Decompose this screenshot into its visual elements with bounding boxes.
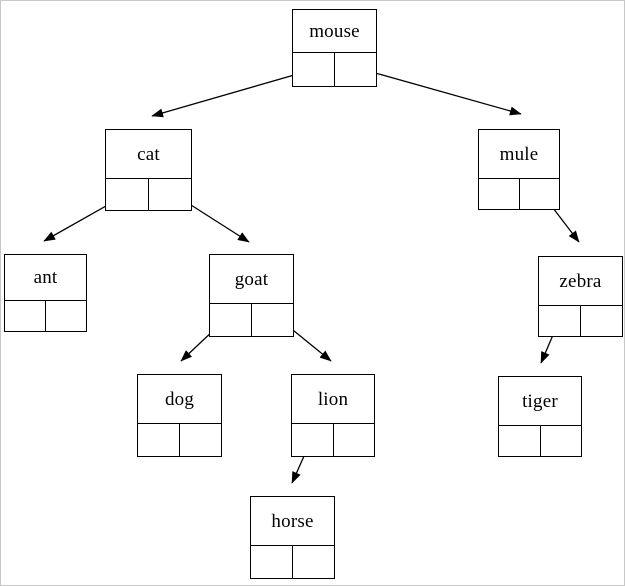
tree-node-label-cat: cat (137, 143, 160, 165)
tree-node-label-lion: lion (317, 388, 349, 410)
left-pointer-cell-mule[interactable] (479, 179, 520, 209)
tree-edge-mouse-mule (353, 66, 522, 116)
left-pointer-cell-tiger[interactable] (499, 426, 541, 456)
tree-node-label-zebra: zebra (559, 270, 602, 292)
right-pointer-cell-horse[interactable] (293, 546, 334, 578)
tree-node-pointers-dog (138, 423, 221, 456)
tree-node-pointers-ant (5, 300, 86, 331)
left-pointer-cell-dog[interactable] (138, 424, 180, 456)
tree-node-cat[interactable]: cat (105, 129, 192, 211)
right-pointer-cell-lion[interactable] (334, 424, 375, 456)
tree-node-pointers-zebra (539, 305, 622, 336)
tree-node-pointers-mule (479, 178, 559, 209)
tree-node-label-mule: mule (499, 143, 539, 165)
tree-node-label-horse: horse (271, 510, 314, 532)
left-pointer-cell-ant[interactable] (5, 301, 46, 331)
tree-node-goat[interactable]: goat (209, 254, 294, 337)
tree-node-pointers-goat (210, 303, 293, 336)
right-pointer-cell-mouse[interactable] (335, 53, 376, 86)
tree-node-tiger[interactable]: tiger (498, 376, 582, 457)
tree-node-mouse[interactable]: mouse (292, 9, 377, 87)
tree-node-pointers-cat (106, 178, 191, 210)
left-pointer-cell-zebra[interactable] (539, 306, 581, 336)
tree-node-horse[interactable]: horse (250, 496, 335, 579)
tree-node-label-tiger: tiger (522, 390, 558, 412)
right-pointer-cell-tiger[interactable] (541, 426, 582, 456)
right-pointer-cell-dog[interactable] (180, 424, 221, 456)
right-pointer-cell-mule[interactable] (520, 179, 560, 209)
right-pointer-cell-zebra[interactable] (581, 306, 622, 336)
tree-node-lion[interactable]: lion (291, 374, 375, 457)
tree-node-dog[interactable]: dog (137, 374, 222, 457)
left-pointer-cell-mouse[interactable] (293, 53, 335, 86)
tree-edge-mouse-cat (151, 68, 316, 118)
tree-node-pointers-lion (292, 423, 374, 456)
left-pointer-cell-lion[interactable] (292, 424, 334, 456)
tree-node-mule[interactable]: mule (478, 129, 560, 210)
left-pointer-cell-cat[interactable] (106, 179, 149, 210)
tree-node-zebra[interactable]: zebra (538, 256, 623, 337)
tree-node-label-dog: dog (164, 388, 195, 410)
right-pointer-cell-cat[interactable] (149, 179, 191, 210)
left-pointer-cell-horse[interactable] (251, 546, 293, 578)
tree-node-pointers-mouse (293, 52, 376, 86)
tree-node-ant[interactable]: ant (4, 254, 87, 332)
right-pointer-cell-goat[interactable] (252, 304, 293, 336)
tree-node-pointers-horse (251, 545, 334, 578)
left-pointer-cell-goat[interactable] (210, 304, 252, 336)
tree-node-label-mouse: mouse (309, 20, 360, 42)
tree-node-label-goat: goat (234, 268, 269, 290)
tree-node-label-ant: ant (33, 267, 58, 288)
tree-node-pointers-tiger (499, 425, 581, 456)
right-pointer-cell-ant[interactable] (46, 301, 86, 331)
